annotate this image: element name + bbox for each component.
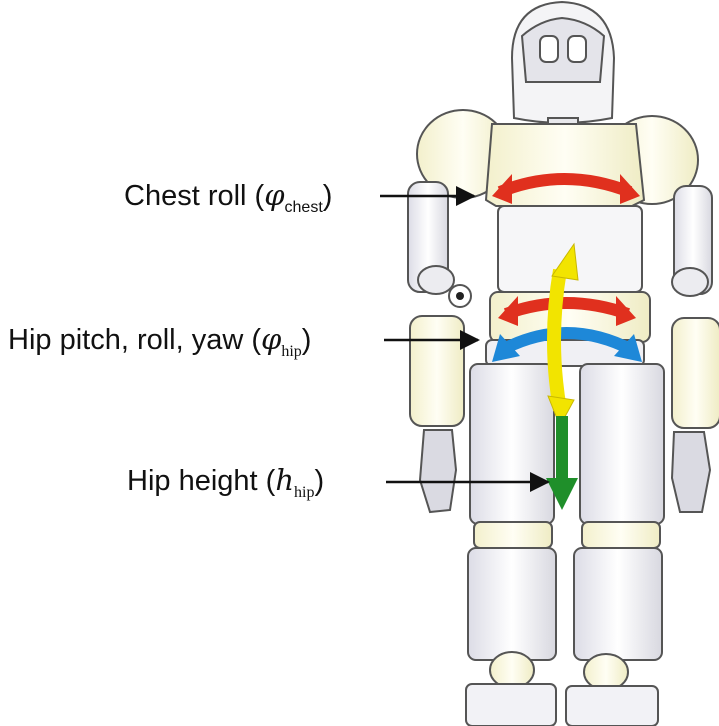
chest-roll-suffix: ) [323, 180, 333, 212]
chest-roll-symbol: φ [264, 178, 284, 212]
left-forearm [410, 316, 464, 426]
robot [408, 2, 719, 726]
chest-roll-subscript: chest [285, 199, 323, 216]
left-thigh [470, 364, 554, 524]
right-thigh [580, 364, 664, 524]
hip-height-label: Hip height (hhip) [127, 463, 324, 502]
chest-roll-prefix: Chest roll ( [124, 180, 264, 212]
hip-rotation-subscript: hip [281, 343, 301, 360]
hip-rotation-prefix: Hip pitch, roll, yaw ( [8, 324, 261, 356]
left-foot [466, 684, 556, 726]
right-foot [566, 686, 658, 726]
chest-roll-label: Chest roll (φchest) [124, 178, 332, 217]
right-hand [672, 432, 710, 512]
hip-rotation-suffix: ) [302, 324, 312, 356]
left-shin [468, 548, 556, 660]
right-forearm [672, 318, 719, 428]
hip-height-prefix: Hip height ( [127, 465, 275, 497]
hip-height-subscript: hip [294, 484, 314, 501]
hip-height-suffix: ) [314, 465, 324, 497]
right-shin [574, 548, 662, 660]
hip-height-symbol: h [275, 463, 294, 497]
left-hand [420, 430, 456, 512]
hip-rotation-symbol: φ [261, 322, 281, 356]
hip-rotation-label: Hip pitch, roll, yaw (φhip) [8, 322, 311, 361]
robot-head [512, 2, 614, 134]
